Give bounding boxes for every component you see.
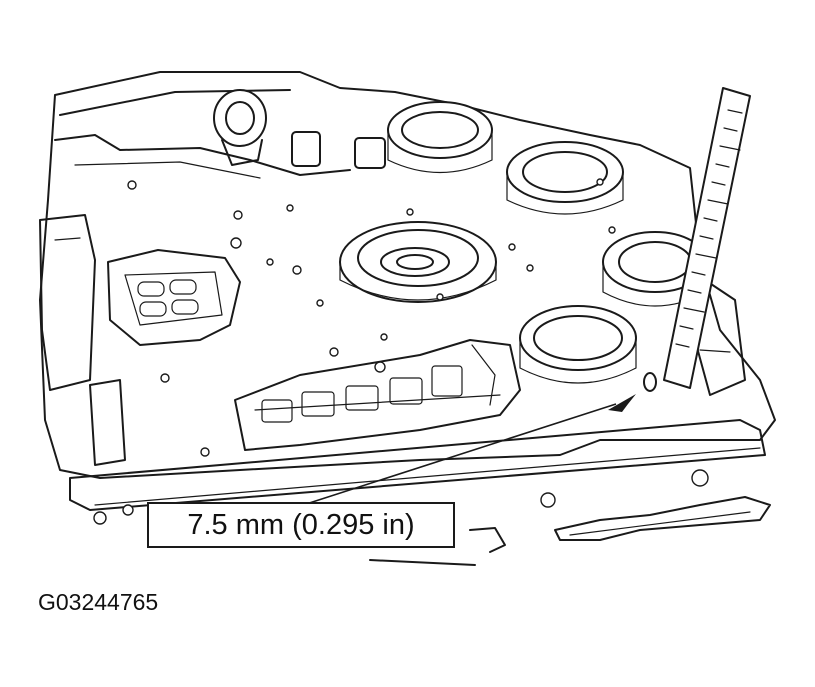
measurement-point xyxy=(608,372,657,412)
bolt-holes xyxy=(127,178,616,457)
measurement-callout: 7.5 mm (0.295 in) xyxy=(147,502,455,548)
eye-boss xyxy=(213,89,386,169)
slotted-manifold xyxy=(234,339,521,451)
central-boss xyxy=(339,221,497,303)
measurement-label: 7.5 mm (0.295 in) xyxy=(187,508,415,541)
loose-parts xyxy=(93,469,771,566)
leader-line xyxy=(299,403,617,507)
figure-id: G03244765 xyxy=(38,589,159,615)
left-boss xyxy=(107,249,241,346)
depth-gauge-ruler xyxy=(663,87,751,389)
